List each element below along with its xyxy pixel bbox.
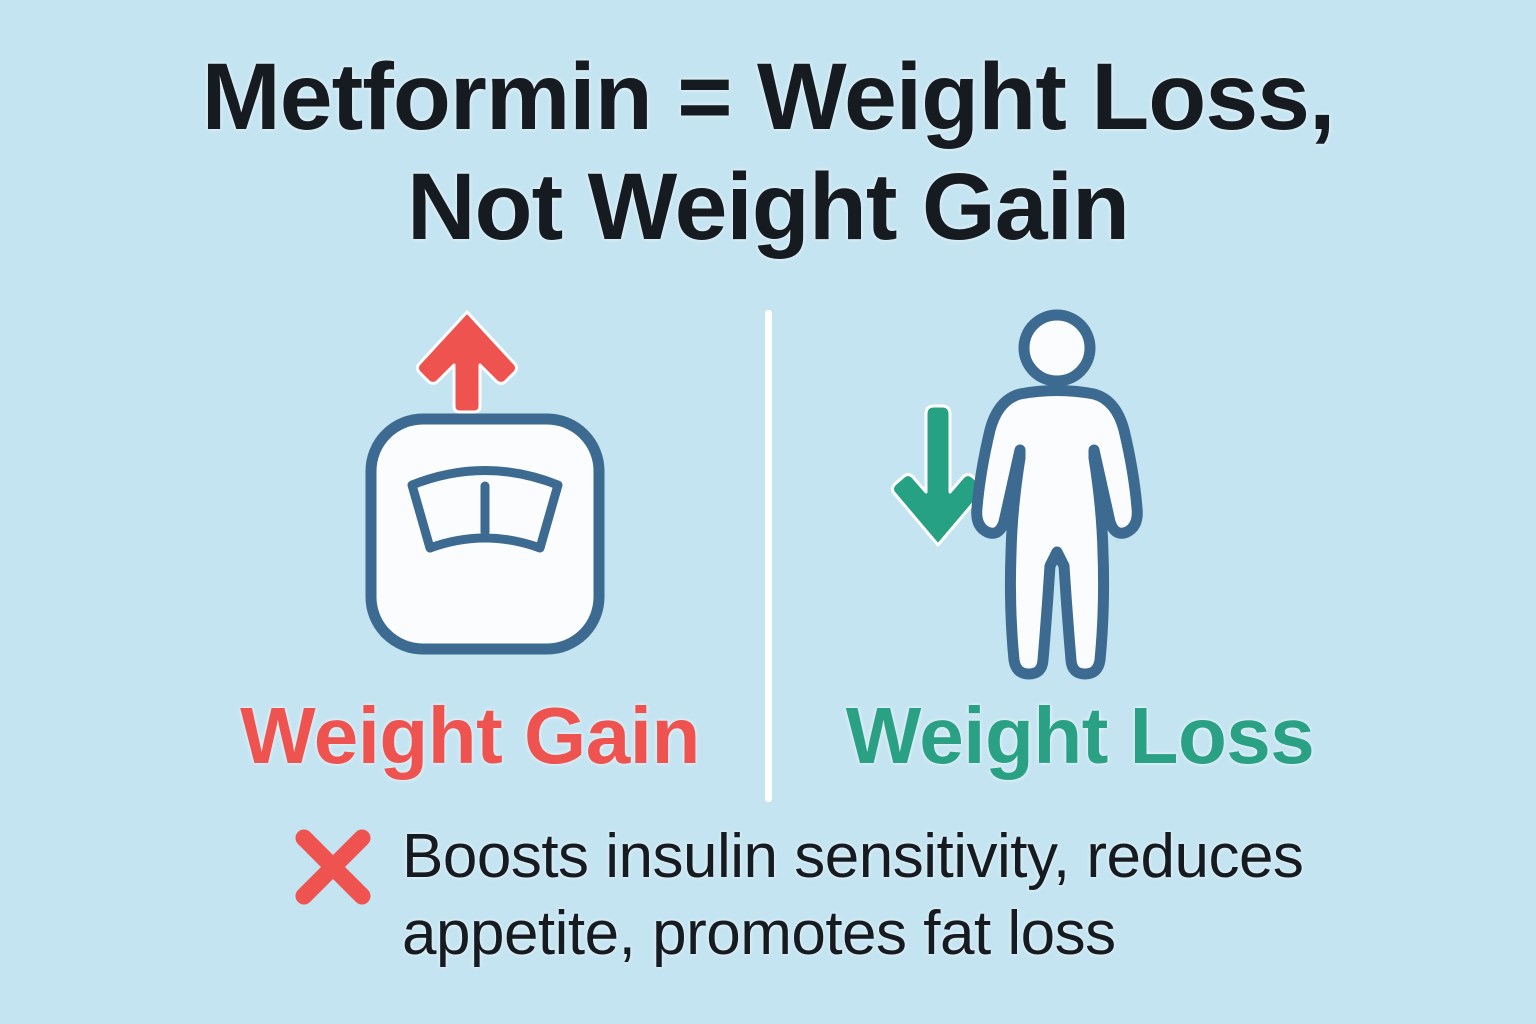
caption-line-1: Boosts insulin sensitivity, reduces: [402, 822, 1304, 891]
title-line-2: Not Weight Gain: [406, 154, 1130, 260]
figure-head: [1018, 309, 1096, 387]
human-body-figure-icon: [971, 309, 1143, 680]
weight-gain-icon-area: [180, 300, 760, 690]
x-mark-icon: [295, 829, 371, 905]
caption-text: Boosts insulin sensitivity, reduces appe…: [402, 818, 1420, 972]
bathroom-scale-icon: [365, 413, 605, 655]
panel-weight-gain: [180, 300, 760, 690]
page-title: Metformin = Weight Loss, Not Weight Gain: [0, 42, 1536, 262]
figure-body: [971, 385, 1143, 680]
vertical-divider: [765, 310, 772, 802]
weight-loss-icon-area: [790, 300, 1370, 690]
caption-row: Boosts insulin sensitivity, reduces appe…: [290, 818, 1420, 972]
title-line-1: Metformin = Weight Loss,: [201, 44, 1336, 150]
caption-line-2: appetite, promotes fat loss: [402, 899, 1116, 968]
weight-loss-label: Weight Loss: [845, 691, 1315, 780]
weight-gain-label: Weight Gain: [240, 691, 700, 780]
panel-weight-loss: [790, 300, 1370, 690]
arrow-up-icon: [415, 310, 519, 414]
